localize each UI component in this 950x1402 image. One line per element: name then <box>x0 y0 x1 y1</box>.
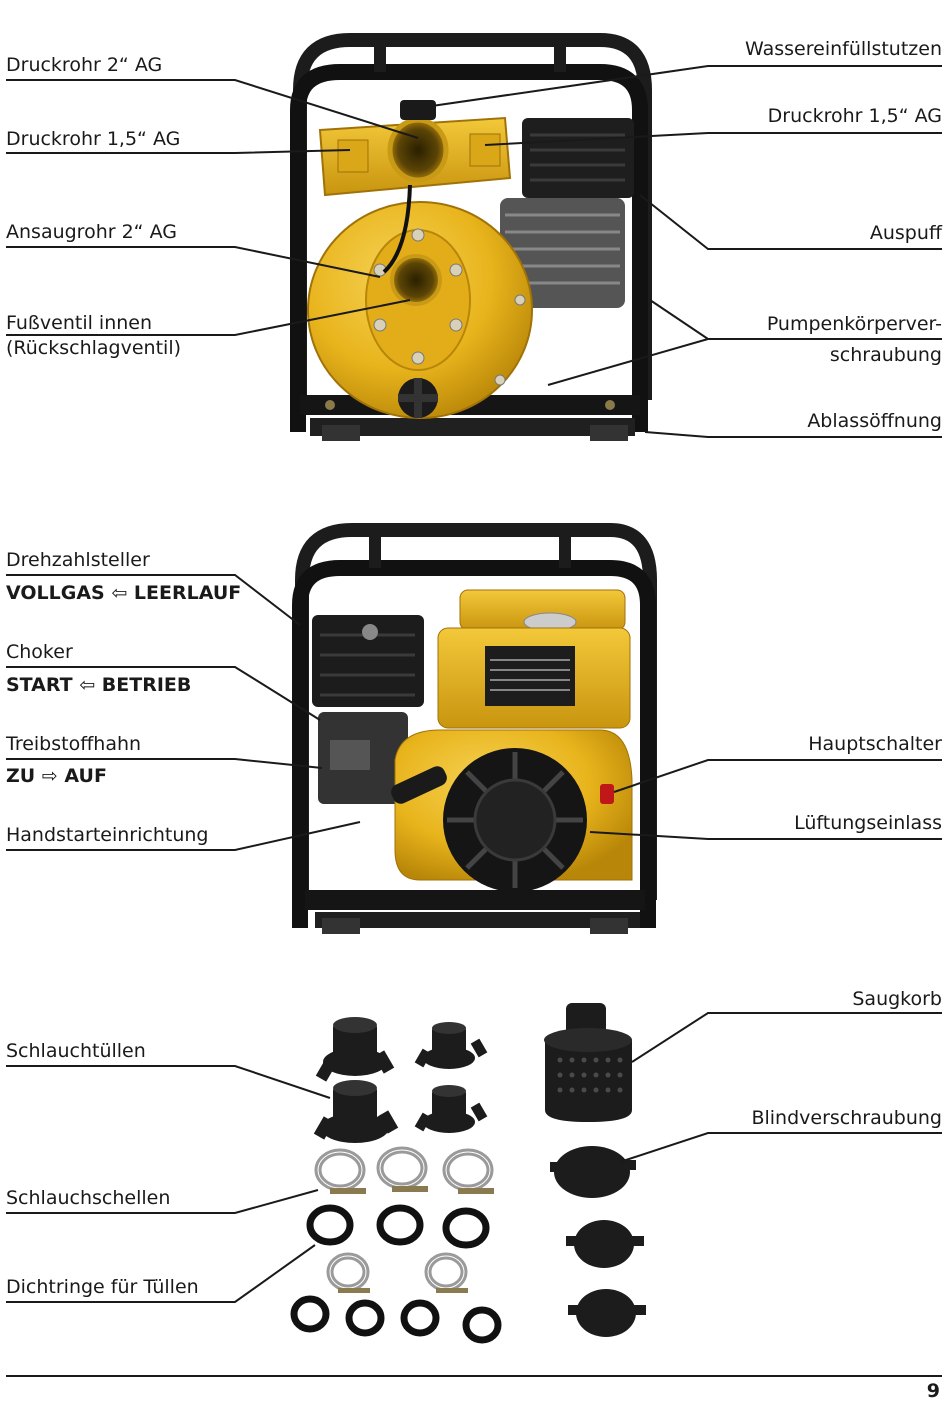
label-drehzahl-states: VOLLGAS ⇦ LEERLAUF <box>6 582 241 604</box>
leader-lines <box>6 65 942 1377</box>
label-dichtringe: Dichtringe für Tüllen <box>6 1276 199 1298</box>
state-start: START <box>6 674 73 696</box>
label-schlauchtuellen: Schlauchtüllen <box>6 1040 146 1062</box>
arrow-left-icon: ⇦ <box>79 674 96 696</box>
state-leerlauf: LEERLAUF <box>133 582 242 604</box>
pump-front-view <box>290 33 652 441</box>
state-zu: ZU <box>6 765 36 787</box>
label-rueckschlagventil: (Rückschlagventil) <box>6 337 182 359</box>
arrow-left-icon: ⇦ <box>111 582 128 604</box>
arrow-right-icon: ⇨ <box>41 765 58 787</box>
label-drehzahlsteller: Drehzahlsteller <box>6 549 150 571</box>
label-auspuff: Auspuff <box>869 222 942 244</box>
label-pumpenkoerper-2: schraubung <box>829 344 942 366</box>
label-druckrohr-15-ag-right: Druckrohr 1,5“ AG <box>767 105 942 127</box>
label-druckrohr-15-ag-left: Druckrohr 1,5“ AG <box>6 128 181 150</box>
label-wassereinfuellstutzen: Wassereinfüllstutzen <box>745 38 942 60</box>
label-choker: Choker <box>6 641 73 663</box>
label-treibstoff-states: ZU ⇨ AUF <box>6 765 107 787</box>
accessories-illustration <box>290 1003 646 1344</box>
state-betrieb: BETRIEB <box>101 674 192 696</box>
page-number: 9 <box>926 1380 940 1402</box>
state-vollgas: VOLLGAS <box>6 582 105 604</box>
label-treibstoffhahn: Treibstoffhahn <box>6 733 142 755</box>
pump-engine-view <box>292 523 657 934</box>
state-auf: AUF <box>64 765 107 787</box>
label-ablassoeffnung: Ablassöffnung <box>807 410 942 432</box>
label-lueftungseinlass: Lüftungseinlass <box>794 812 942 834</box>
label-druckrohr-2-ag: Druckrohr 2“ AG <box>6 54 163 76</box>
label-schlauchschellen: Schlauchschellen <box>6 1187 171 1209</box>
label-pumpenkoerper-1: Pumpenkörperver- <box>766 313 942 335</box>
label-ansaugrohr: Ansaugrohr 2“ AG <box>6 221 177 243</box>
label-choker-states: START ⇦ BETRIEB <box>6 674 191 696</box>
label-blindverschraubung: Blindverschraubung <box>751 1107 942 1129</box>
label-handstarteinrichtung: Handstarteinrichtung <box>6 824 209 846</box>
label-saugkorb: Saugkorb <box>852 988 942 1010</box>
label-hauptschalter: Hauptschalter <box>808 733 942 755</box>
label-fussventil: Fußventil innen <box>6 312 153 334</box>
